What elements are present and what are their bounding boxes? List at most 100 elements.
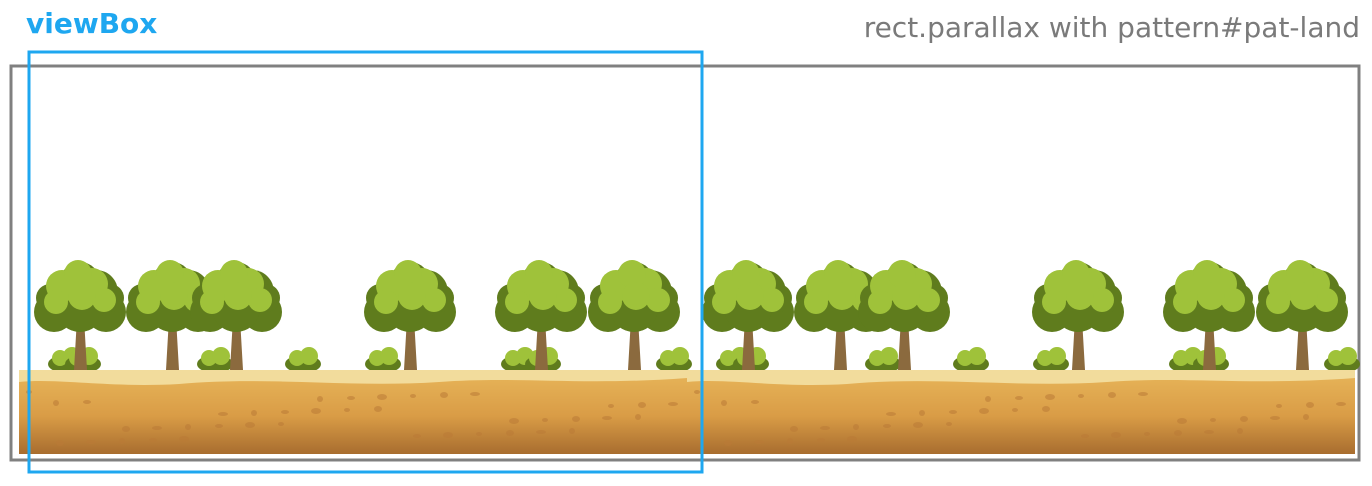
pebble	[1336, 402, 1346, 406]
pebble	[1081, 434, 1089, 438]
pebble	[886, 412, 896, 416]
sand-strip	[19, 370, 687, 385]
pebble	[949, 410, 957, 414]
tree	[588, 260, 680, 370]
pebble	[790, 426, 798, 432]
bush	[197, 347, 233, 373]
pebble	[122, 426, 130, 432]
pebble	[1276, 404, 1282, 408]
pebble	[443, 432, 453, 438]
pebble	[883, 424, 891, 428]
bush	[656, 347, 692, 373]
pebble	[317, 396, 323, 402]
pebble	[721, 400, 727, 406]
tree	[34, 260, 126, 370]
pebble	[281, 410, 289, 414]
pebble	[1078, 394, 1084, 398]
viewbox-label: viewBox	[26, 7, 158, 40]
pebble	[569, 428, 575, 434]
pebble	[751, 400, 759, 404]
pebble	[1210, 418, 1216, 422]
pebble	[985, 396, 991, 402]
pebble	[694, 390, 700, 394]
land-tile	[687, 260, 1360, 454]
pebble	[1138, 392, 1148, 396]
pebble	[119, 438, 125, 444]
pebble	[1108, 392, 1116, 398]
sand-strip	[687, 370, 1355, 385]
pebble	[476, 432, 482, 436]
pebble	[572, 416, 580, 422]
pebble	[754, 440, 764, 444]
pebble	[413, 434, 421, 438]
pebble	[506, 430, 514, 436]
pebble	[913, 422, 923, 428]
tree	[1032, 260, 1124, 370]
pebble	[635, 414, 641, 420]
pebble	[470, 392, 480, 396]
pebble	[179, 436, 189, 442]
pebble	[83, 400, 91, 404]
bush	[1033, 347, 1069, 373]
pebble	[53, 400, 59, 406]
pebble	[152, 426, 162, 430]
tree	[1163, 260, 1255, 370]
parallax-rect-outline	[9, 64, 1361, 462]
pebble	[245, 422, 255, 428]
bush	[1324, 347, 1360, 373]
pebble	[536, 430, 546, 434]
tree	[364, 260, 456, 370]
pebble	[56, 440, 64, 446]
bush	[285, 347, 321, 373]
pebble	[820, 426, 830, 430]
pebble	[347, 396, 355, 400]
pebble	[608, 404, 614, 408]
pebble	[251, 410, 257, 416]
pebble	[440, 392, 448, 398]
parallax-rect-label: rect.parallax with pattern#pat-land	[863, 11, 1360, 44]
pebble	[668, 402, 678, 406]
pebble	[638, 402, 646, 408]
tree	[126, 260, 218, 370]
pebble	[374, 406, 382, 412]
bush	[865, 347, 901, 373]
viewbox-frame	[27, 50, 704, 474]
pebble	[377, 394, 387, 400]
pebble	[724, 440, 732, 446]
pebble	[344, 408, 350, 412]
pebble	[1012, 408, 1018, 412]
pebble	[602, 416, 612, 420]
pebble	[853, 424, 859, 430]
tree	[1256, 260, 1348, 370]
pebble	[1204, 430, 1214, 434]
pebble	[1240, 416, 1248, 422]
pebble	[1270, 416, 1280, 420]
tree	[794, 260, 886, 370]
bush	[953, 347, 989, 373]
pebble	[410, 394, 416, 398]
pebble	[278, 422, 284, 426]
pebble	[509, 418, 519, 424]
pebble	[149, 438, 157, 442]
pebble	[919, 410, 925, 416]
pebble	[185, 424, 191, 430]
land-tile	[19, 260, 692, 454]
pebble	[1237, 428, 1243, 434]
pebble	[817, 438, 825, 442]
pebble	[1303, 414, 1309, 420]
tree	[858, 260, 950, 370]
pebble	[215, 424, 223, 428]
tree	[190, 260, 282, 370]
pebble	[218, 412, 228, 416]
pebble	[979, 408, 989, 414]
pebble	[1177, 418, 1187, 424]
pebble	[1015, 396, 1023, 400]
pebble	[1045, 394, 1055, 400]
pebble	[946, 422, 952, 426]
bush	[365, 347, 401, 373]
pebble	[1111, 432, 1121, 438]
pebble	[1042, 406, 1050, 412]
pebble	[847, 436, 857, 442]
tree	[702, 260, 794, 370]
